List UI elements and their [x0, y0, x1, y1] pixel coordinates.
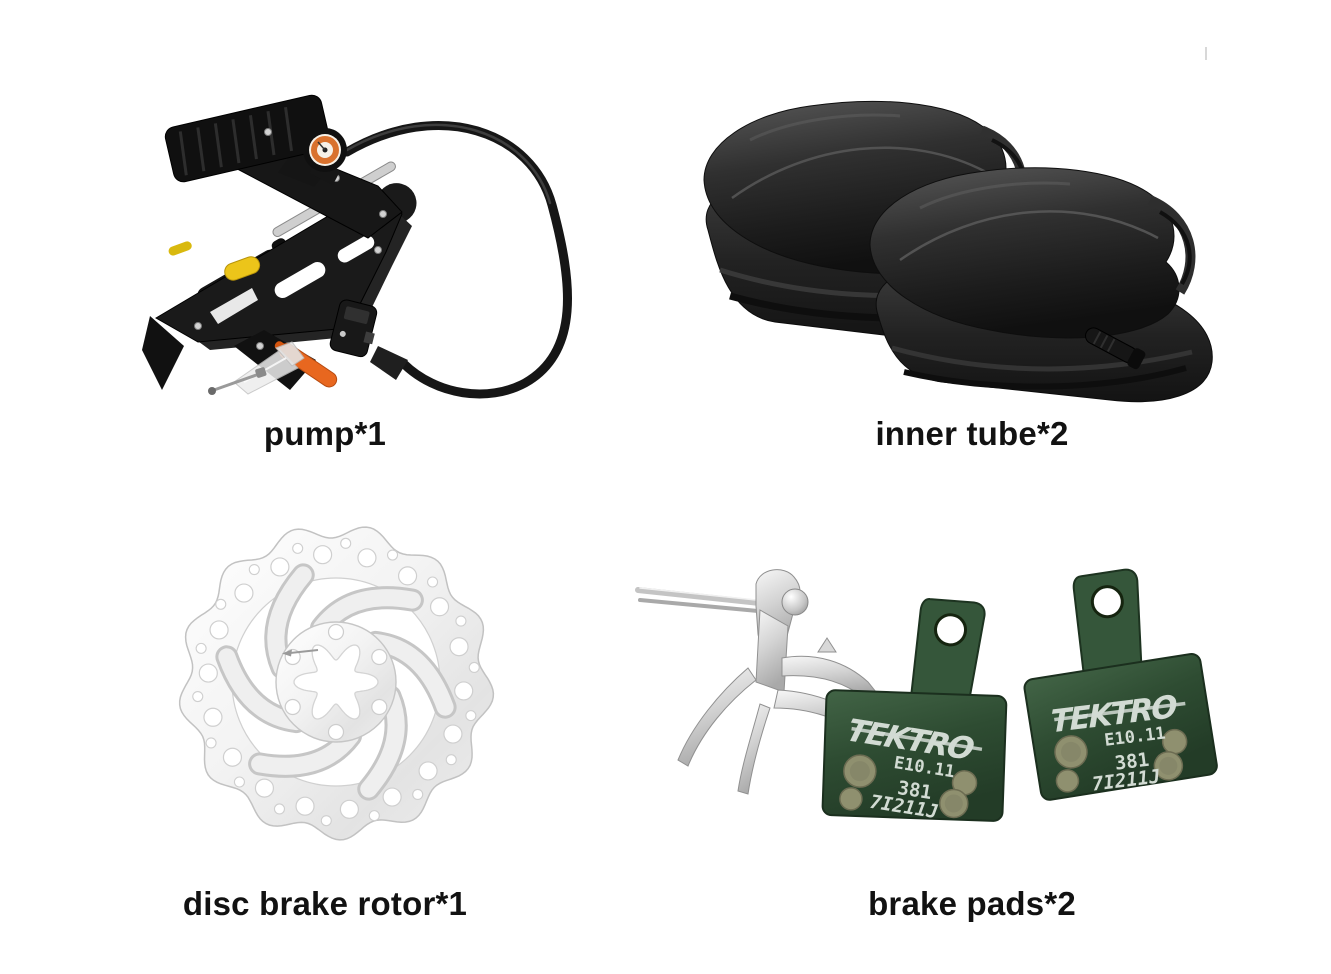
product-label-pump: pump*1 [263, 415, 387, 452]
pump-gauge [303, 128, 347, 186]
pump-chuck [329, 299, 378, 358]
stray-mark [1205, 47, 1207, 60]
disc-brake-rotor-image [178, 526, 495, 841]
pump-yellow-button [224, 256, 261, 281]
clip-pin-ball [781, 588, 809, 616]
product-label-brake-pads: brake pads*2 [868, 885, 1076, 922]
pump-yellow-clip [168, 241, 192, 256]
product-label-disc-brake-rotor: disc brake rotor*1 [182, 885, 468, 922]
brake-pads-image: TEKTRO E10.11 381 7I211J [635, 568, 1218, 823]
inner-tube-valve [1085, 327, 1146, 370]
pump-strain-relief [370, 346, 408, 380]
inner-tube-front [869, 167, 1213, 403]
brake-pad-right: TEKTRO E10.11 381 7I211J [1023, 568, 1218, 801]
pump-image [142, 94, 572, 399]
inner-tube-image [703, 100, 1213, 403]
brake-pad-left: TEKTRO E10.11 381 7I211J [821, 598, 1008, 823]
product-label-inner-tube: inner tube*2 [875, 415, 1069, 452]
pad-code1: 381 [896, 777, 933, 804]
pump-hose [342, 121, 572, 399]
pump-needle-adapter [208, 367, 267, 395]
pad-code1: 381 [1114, 749, 1151, 775]
